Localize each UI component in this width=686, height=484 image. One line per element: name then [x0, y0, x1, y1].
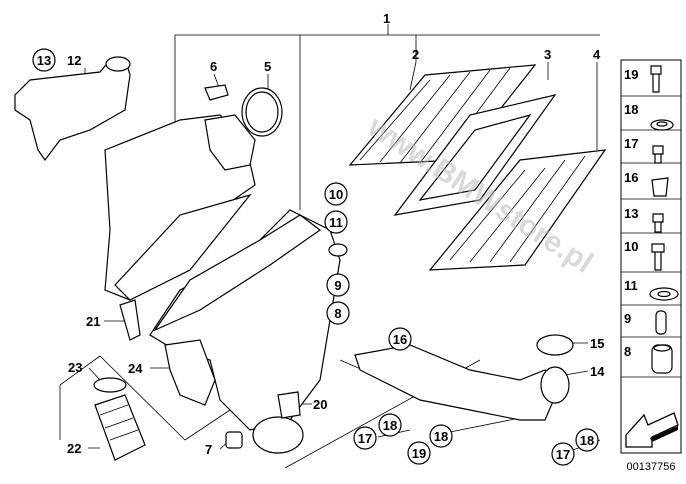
legend-9: 9: [624, 311, 631, 326]
part-intake-duct-6: [204, 114, 256, 171]
callout-18: 18: [383, 418, 397, 433]
callout-12: 12: [67, 53, 81, 68]
part-hose-24: [164, 339, 216, 406]
part-clip-6: [204, 84, 229, 101]
screw-icon: [652, 145, 664, 164]
callout-21: 21: [86, 314, 100, 329]
washer-icon: [649, 287, 679, 301]
hardware-legend: 19 18 17 16 13 10 11 9 8 00137756: [620, 59, 682, 473]
callout-24: 24: [128, 361, 143, 376]
callout-1: 1: [383, 11, 390, 26]
part-reservoir-12: [14, 56, 131, 162]
bushing-icon: [651, 344, 673, 374]
part-air-filter-housing-upper: [104, 114, 256, 301]
callout-14: 14: [590, 364, 605, 379]
part-grommet-10-11: [328, 243, 348, 257]
callout-20: 20: [313, 397, 327, 412]
callout-19: 19: [412, 446, 426, 461]
callout-16: 16: [393, 332, 407, 347]
sleeve-icon: [655, 310, 667, 335]
callout-23: 23: [68, 360, 82, 375]
callout-18: 18: [580, 433, 594, 448]
callout-6: 6: [210, 59, 217, 74]
callout-13: 13: [37, 53, 51, 68]
part-clamp-15: [536, 334, 574, 356]
clip-nut-icon: [651, 177, 669, 197]
part-filter-element-2: [348, 64, 537, 166]
legend-13: 13: [624, 206, 638, 221]
callout-8: 8: [334, 306, 341, 321]
part-seal-5: [241, 87, 283, 137]
callout-17: 17: [358, 431, 372, 446]
callout-15: 15: [590, 336, 604, 351]
part-bellows-22: [94, 394, 146, 461]
callout-4: 4: [593, 47, 601, 62]
legend-17: 17: [624, 136, 638, 151]
part-sleeve-7: [225, 431, 243, 449]
callout-5: 5: [264, 59, 271, 74]
part-intake-pipe-14: [354, 344, 570, 421]
legend-18: 18: [624, 102, 638, 117]
callout-17: 17: [556, 447, 570, 462]
legend-10: 10: [624, 239, 638, 254]
callout-10: 10: [329, 187, 343, 202]
callout-18: 18: [434, 429, 448, 444]
callout-11: 11: [329, 215, 343, 230]
callout-7: 7: [205, 442, 212, 457]
part-sensor-20: [277, 391, 301, 419]
legend-8: 8: [624, 344, 631, 359]
diagram-number: 00137756: [627, 461, 676, 473]
circled-callouts: 13 10 11 9 8 16 17 18 18 19 17 18: [32, 48, 599, 466]
screw-icon: [652, 213, 664, 233]
part-air-filter-housing-lower: [149, 209, 341, 454]
callout-9: 9: [334, 278, 341, 293]
legend-11: 11: [624, 278, 638, 293]
legend-19: 19: [624, 67, 638, 82]
callout-22: 22: [67, 441, 81, 456]
bolt-icon: [651, 243, 665, 271]
legend-16: 16: [624, 170, 638, 185]
callout-3: 3: [544, 47, 551, 62]
part-filter-element-4: [428, 149, 607, 271]
bolt-icon: [650, 65, 662, 93]
part-clamp-23: [93, 377, 127, 393]
callouts: 1 2 3 4 5 6 12 21 24 23 22 7 20 15 14: [67, 11, 605, 457]
part-bracket-21: [119, 299, 141, 341]
part-filter-element-3: [393, 94, 557, 216]
arrow-icon: [625, 412, 679, 448]
washer-icon: [650, 119, 674, 131]
callout-2: 2: [412, 47, 419, 62]
